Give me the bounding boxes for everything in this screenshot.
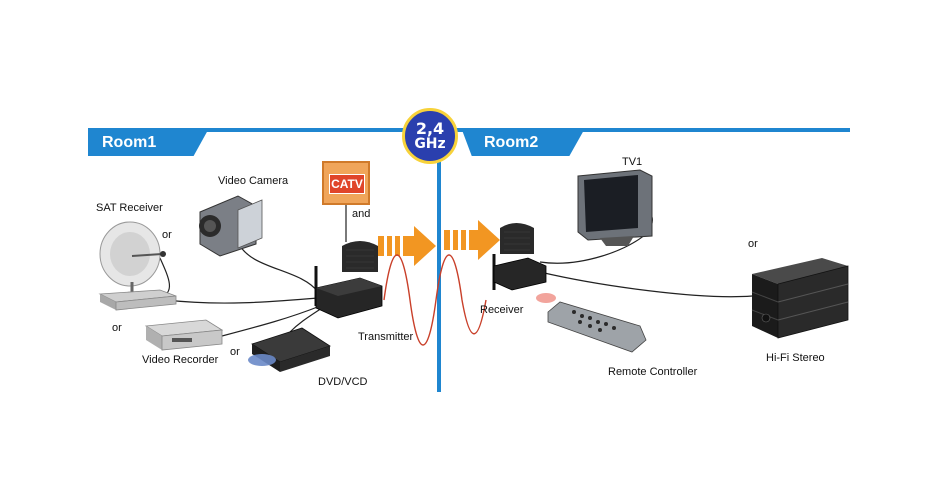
transmitter-icon — [314, 241, 383, 319]
dvd-player-icon — [248, 327, 331, 372]
cable-stereo — [539, 271, 753, 298]
catv-and-label: and — [352, 208, 371, 220]
signal-arrow-left-icon — [378, 226, 436, 266]
remote-controller-icon — [547, 301, 647, 353]
room1-label: Room1 — [102, 134, 157, 151]
cable-vcr — [221, 305, 321, 337]
frequency-unit: GHz — [414, 136, 446, 152]
receiver-label: Receiver — [480, 304, 524, 316]
ir-beam-icon — [536, 293, 556, 303]
receiver-icon — [492, 223, 547, 291]
frequency-value: 2,4 — [415, 119, 445, 138]
tv1-label: TV1 — [622, 156, 643, 168]
remote-controller-label: Remote Controller — [608, 366, 698, 378]
room1-tab: Room1 — [88, 130, 208, 156]
video-recorder-label: Video Recorder — [142, 354, 219, 366]
video-camera-label: Video Camera — [218, 175, 289, 187]
cable-sat — [165, 297, 319, 304]
video-recorder-icon — [144, 319, 224, 351]
sat-receiver-icon — [98, 289, 177, 311]
dvd-vcd-label: DVD/VCD — [318, 376, 368, 388]
catv-box: CATV — [322, 161, 370, 205]
room2-header-line — [440, 128, 850, 132]
room2-label: Room2 — [484, 134, 539, 151]
signal-arrow-right-icon — [444, 220, 500, 260]
satellite-dish-icon — [99, 221, 166, 294]
room1-header-line — [88, 128, 440, 132]
cable-dvd — [289, 307, 323, 333]
hifi-stereo-label: Hi-Fi Stereo — [766, 352, 825, 364]
or-vcr-label: or — [112, 322, 122, 334]
cable-camera — [237, 241, 319, 293]
transmitter-label: Transmitter — [358, 331, 414, 343]
room-divider — [437, 128, 441, 392]
hifi-stereo-icon — [751, 258, 849, 339]
or-sat-label: or — [162, 229, 172, 241]
tv-icon — [577, 169, 653, 246]
radio-wave — [383, 254, 487, 346]
sat-receiver-label: SAT Receiver — [96, 202, 163, 214]
or-stereo-label: or — [748, 238, 758, 250]
or-dvd-label: or — [230, 346, 240, 358]
frequency-badge: 2,4 GHz — [402, 108, 458, 164]
video-camera-icon — [199, 195, 263, 257]
cables — [159, 205, 753, 337]
room2-tab: Room2 — [462, 130, 584, 156]
catv-label: CATV — [329, 174, 365, 194]
